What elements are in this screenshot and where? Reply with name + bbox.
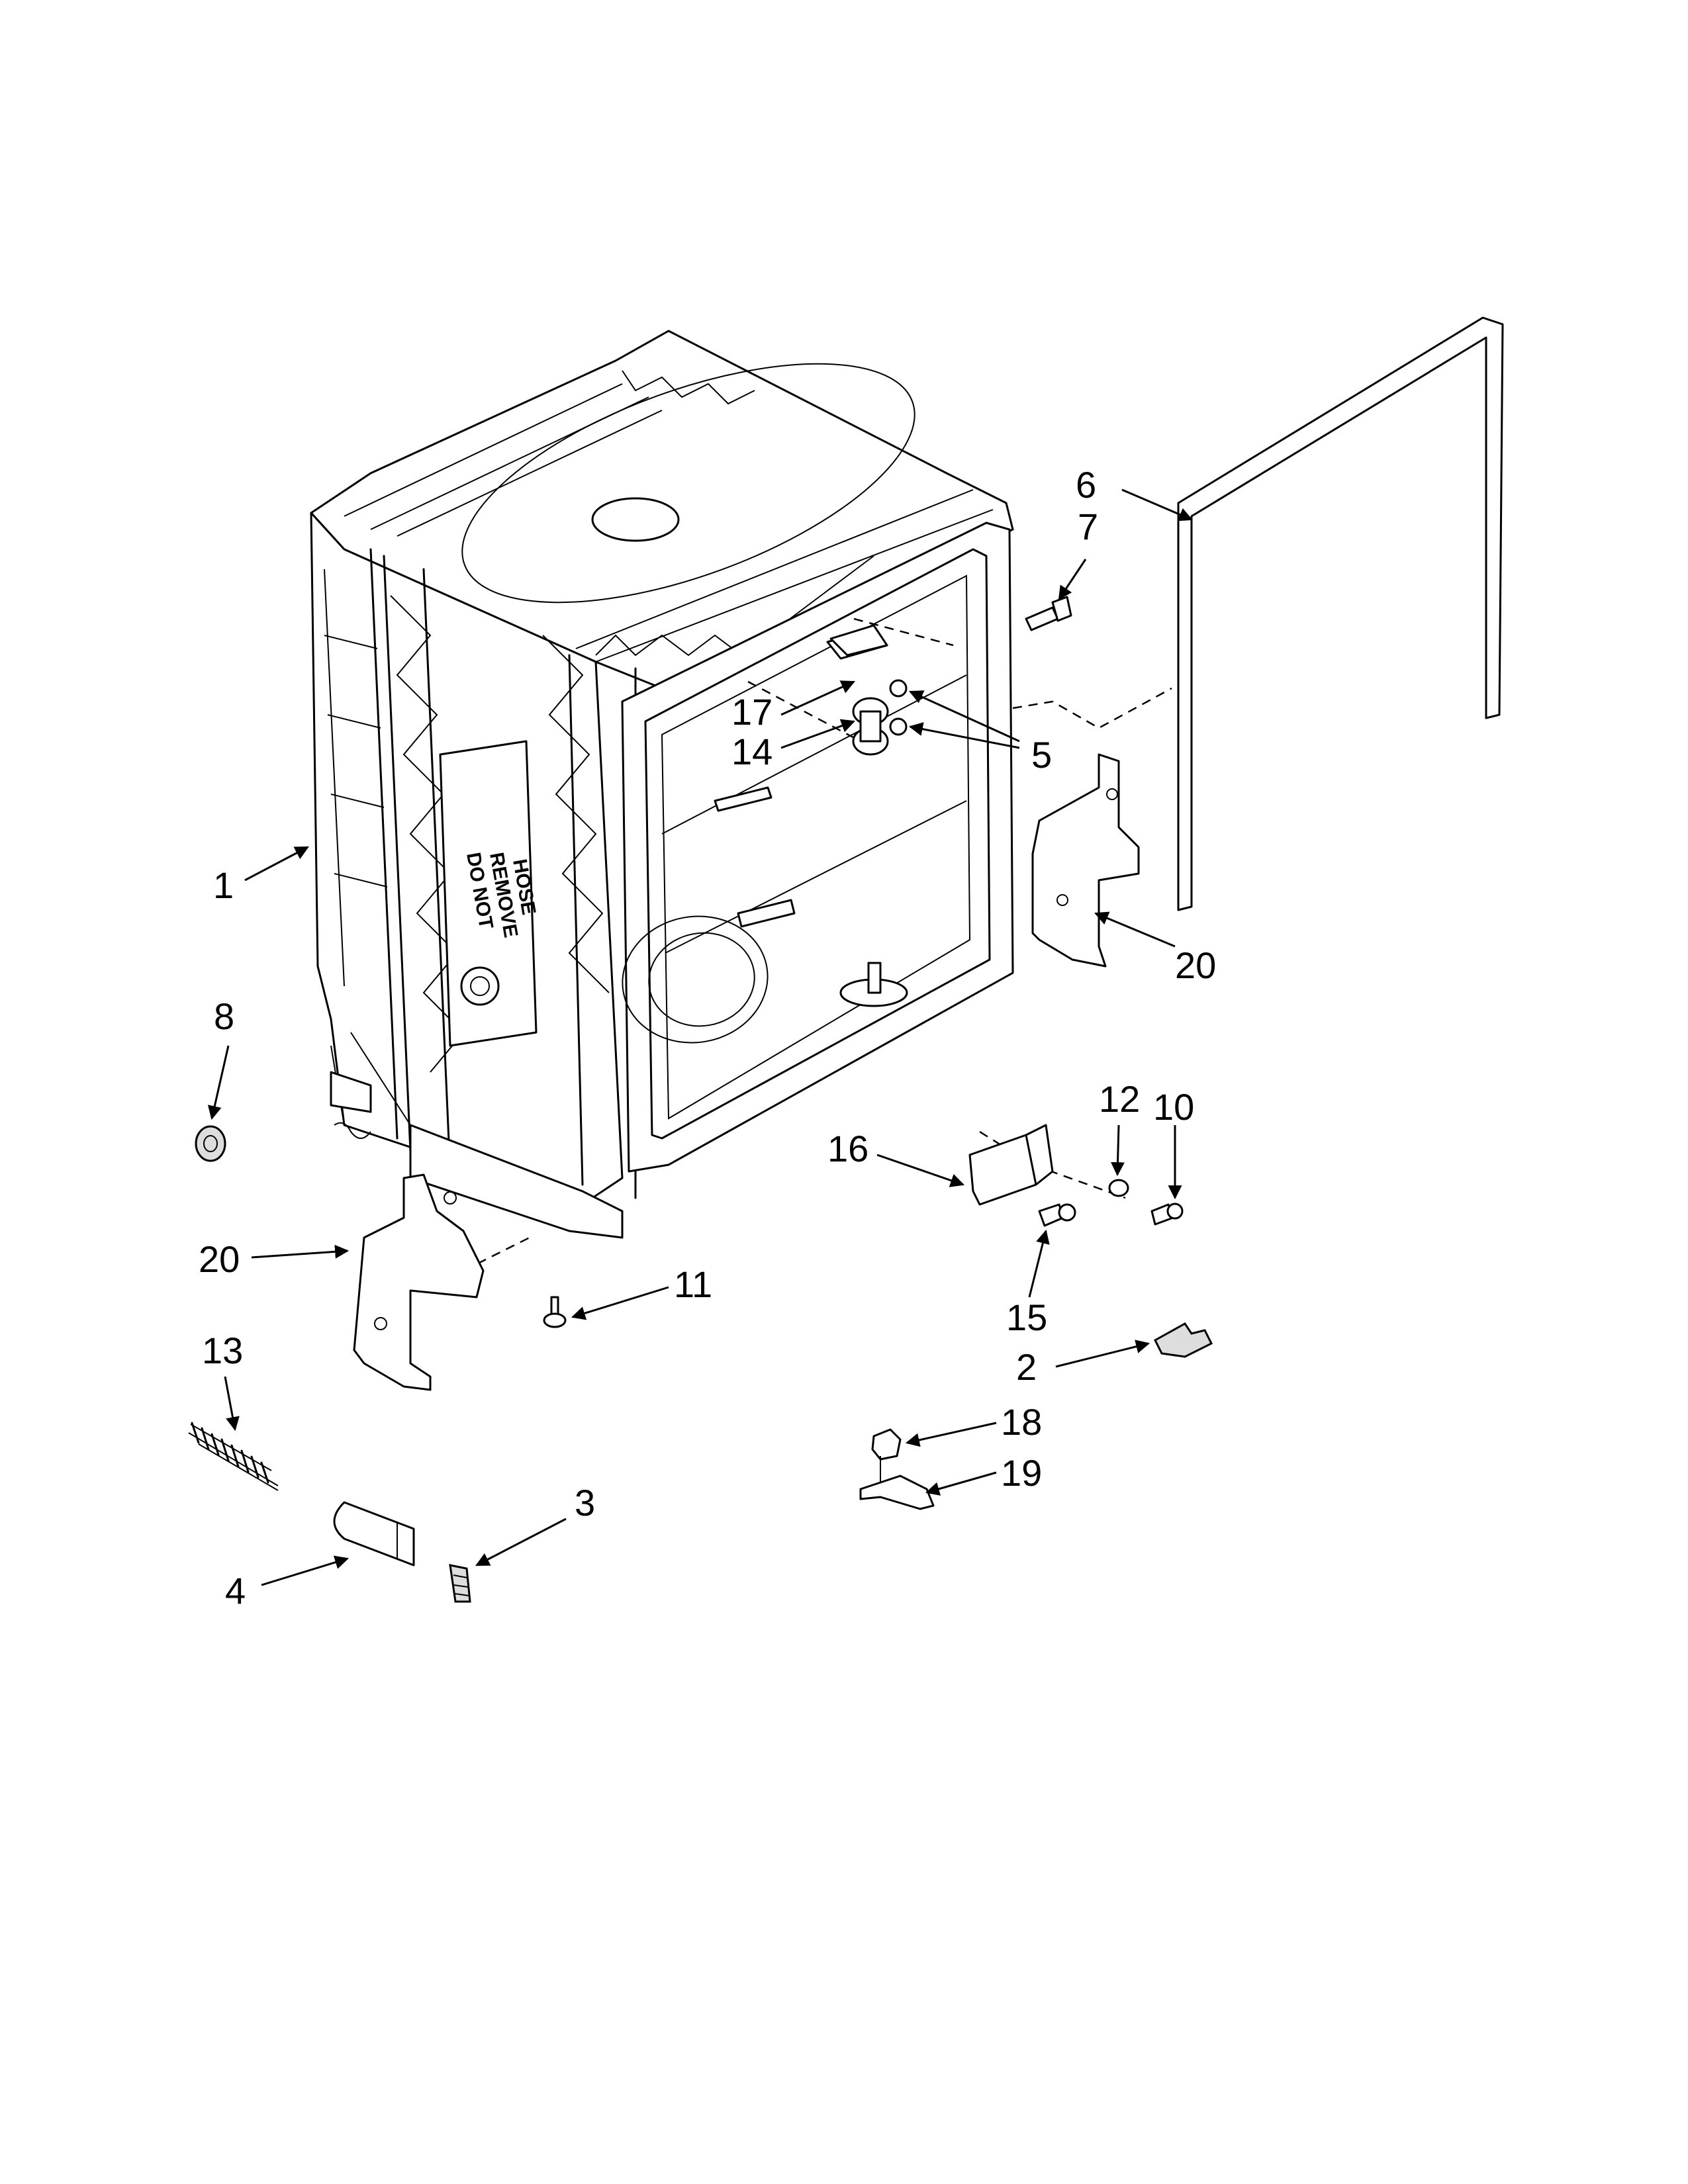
callout-16: 16: [827, 1128, 868, 1169]
spring-13: [188, 1422, 279, 1491]
sensor-18: [871, 1428, 902, 1461]
callout-20-right: 20: [1175, 944, 1216, 986]
callout-19: 19: [1001, 1452, 1042, 1494]
washer-12: [1108, 1179, 1129, 1197]
callout-11: 11: [674, 1263, 712, 1305]
door-gasket: [1177, 316, 1504, 911]
callout-2: 2: [1016, 1346, 1037, 1388]
alignment-lines: [463, 617, 1172, 1272]
nut-8: [195, 1125, 226, 1162]
callout-3: 3: [575, 1482, 595, 1524]
screw-15: [1038, 1203, 1076, 1227]
callout-4: 4: [225, 1570, 246, 1612]
callout-labels: 1 2 3 4 5 6 7 8 10 11 12 13 14 15 16 17 …: [199, 464, 1216, 1612]
callout-7: 7: [1078, 506, 1098, 547]
screw-10: [1150, 1203, 1184, 1226]
cover-4: [333, 1501, 415, 1567]
callout-20-left: 20: [199, 1238, 240, 1280]
callout-12: 12: [1099, 1078, 1140, 1120]
bracket-19: [859, 1456, 935, 1510]
callout-13: 13: [202, 1330, 243, 1371]
screw-7: [1025, 596, 1072, 631]
callout-1: 1: [213, 864, 234, 906]
callout-18: 18: [1001, 1401, 1042, 1443]
bracket-16: [968, 1124, 1054, 1206]
callout-17: 17: [731, 691, 773, 733]
tub-assembly: DO NOT REMOVE HOSE: [310, 330, 1014, 1239]
mounting-bracket-left: [353, 1173, 485, 1391]
mount-bushings: [829, 624, 908, 756]
callout-8: 8: [214, 995, 234, 1037]
callout-14: 14: [731, 731, 773, 772]
foot-11: [543, 1296, 567, 1328]
clip-2: [1154, 1322, 1213, 1358]
mounting-bracket-right: [1031, 753, 1140, 968]
cap-3: [449, 1564, 471, 1603]
callout-5: 5: [1031, 734, 1052, 776]
callout-6: 6: [1076, 464, 1096, 506]
callout-15: 15: [1006, 1297, 1047, 1338]
leader-lines: [207, 488, 1193, 1586]
callout-10: 10: [1153, 1086, 1194, 1128]
